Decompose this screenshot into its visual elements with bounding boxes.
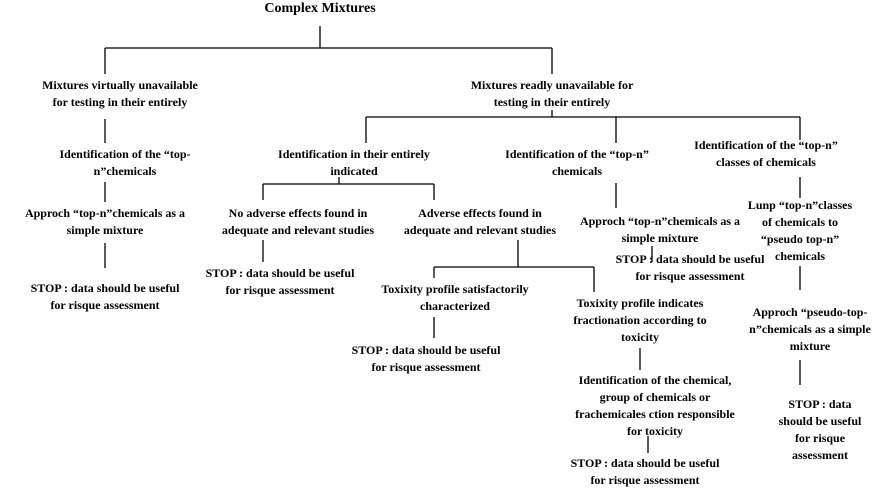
classes-identification-node: Identification of the “top-n” classes of…: [694, 138, 838, 169]
right-stop-node: STOP : data should be useful for risque …: [778, 397, 862, 462]
mixtures-available-node: Mixtures readly unavailable for testing …: [470, 78, 634, 109]
toxicity-satisfactory-node: Toxixity profile satisfactorily characte…: [381, 282, 529, 313]
no-adverse-effects-node: No adverse effects found in adequate and…: [221, 206, 375, 237]
left-stop-node: STOP : data should be useful for risque …: [30, 281, 180, 312]
mixtures-unavailable-node: Mixtures virtually unavailable for testi…: [42, 78, 198, 109]
middle-approach-node: Approch “top-n”chemicals as a simple mix…: [579, 214, 741, 245]
identification-chemical-stop-node: STOP : data should be useful for risque …: [570, 456, 720, 487]
left-approach-node: Approch “top-n”chemicals as a simple mix…: [24, 206, 186, 237]
adverse-effects-node: Adverse effects found in adequate and re…: [403, 206, 557, 237]
left-top-n-identification-node: Identification of the “top- n”chemicals: [59, 147, 191, 178]
toxicity-satisfactory-stop-node: STOP : data should be useful for risque …: [351, 343, 501, 374]
flowchart-title: Complex Mixtures: [264, 1, 376, 16]
middle-stop-node: STOP : data should be useful for risque …: [615, 252, 765, 283]
pseudo-approach-node: Approch “pseudo-top- n”chemicals as a si…: [749, 305, 871, 353]
middle-top-n-identification-node: Identification of the “top-n” chemicals: [505, 147, 649, 178]
lump-classes-node: Lunp “top-n”classes of chemicals to “pse…: [747, 198, 853, 263]
toxicity-fractionation-node: Toxixity profile indicates fractionation…: [573, 296, 707, 344]
identification-chemical-node: Identification of the chemical, group of…: [575, 373, 735, 438]
no-adverse-stop-node: STOP : data should be useful for risque …: [205, 266, 355, 297]
identification-entirely-node: Identification in their entirely indicat…: [278, 147, 430, 178]
